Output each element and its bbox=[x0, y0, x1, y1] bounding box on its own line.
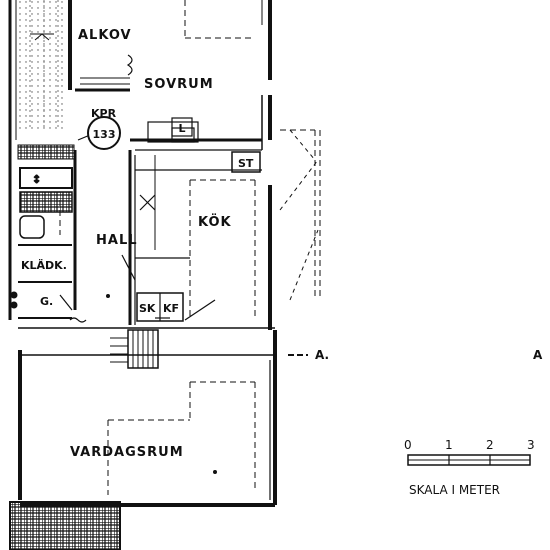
scale-tick-3: 3 bbox=[527, 438, 535, 452]
scale-label: SKALA I METER bbox=[409, 483, 500, 497]
fixture-label-l: L bbox=[178, 122, 185, 135]
room-label-vardagsrum: VARDAGSRUM bbox=[70, 445, 184, 460]
roof-outline bbox=[279, 129, 319, 301]
stairs bbox=[110, 329, 159, 369]
section-marker-a-left: A. bbox=[315, 348, 329, 362]
scale-tick-0: 0 bbox=[404, 438, 412, 452]
fixture-label-st: ST bbox=[238, 157, 254, 170]
unit-number: 133 bbox=[93, 128, 116, 141]
terrace-grid bbox=[9, 501, 121, 550]
bathroom: ↕ bbox=[10, 144, 75, 309]
svg-text:↕: ↕ bbox=[32, 173, 41, 186]
room-label-kladk: KLÄDK. bbox=[21, 258, 67, 272]
balcony-grid bbox=[29, 0, 59, 130]
room-label-kpr: KPR bbox=[91, 107, 117, 120]
room-label-kok: KÖK bbox=[198, 214, 232, 230]
st-box bbox=[231, 151, 261, 173]
scale-bar: 0 1 2 3 SKALA I METER bbox=[404, 438, 535, 497]
balcony-area bbox=[18, 0, 66, 132]
room-label-alkov: ALKOV bbox=[78, 28, 132, 43]
dashed-lines bbox=[59, 0, 321, 495]
l-box bbox=[171, 117, 193, 137]
scale-tick-2: 2 bbox=[486, 438, 494, 452]
scale-tick-1: 1 bbox=[445, 438, 453, 452]
door-swings bbox=[59, 54, 216, 323]
fixture-label-kf: KF bbox=[163, 302, 179, 315]
interior-walls bbox=[18, 77, 262, 325]
room-label-hall: HALL bbox=[96, 233, 138, 248]
fixture-label-sk: SK bbox=[139, 302, 156, 315]
section-marker-a-right: A bbox=[533, 348, 543, 362]
room-label-g: G. bbox=[40, 295, 53, 308]
unit-number-circle bbox=[87, 116, 121, 150]
room-label-sovrum: SOVRUM bbox=[144, 77, 214, 92]
